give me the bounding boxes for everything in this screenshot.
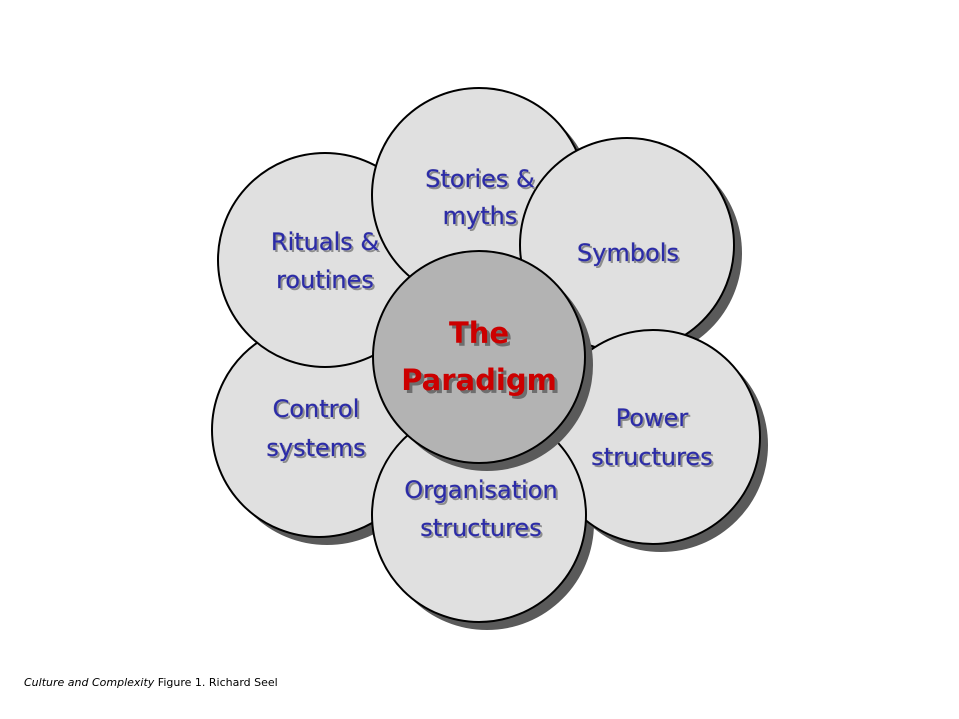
svg-text:systems: systems xyxy=(268,436,367,464)
figure-caption: Culture and Complexity Figure 1. Richard… xyxy=(24,676,278,689)
svg-text:Stories &: Stories & xyxy=(427,167,536,195)
svg-text:Power: Power xyxy=(618,406,691,434)
svg-text:Symbols: Symbols xyxy=(579,241,681,269)
control-line2: systems xyxy=(266,434,365,462)
svg-text:myths: myths xyxy=(445,204,520,232)
circle-paradigm xyxy=(372,250,586,464)
label-power-structures: Power Power structures structures xyxy=(591,404,715,473)
svg-text:Control: Control xyxy=(275,397,362,425)
label-paradigm: The The Paradigm Paradigm xyxy=(401,316,560,400)
label-control-systems: Control Control systems systems xyxy=(266,395,368,464)
label-organisation-structures: Organisation Organisation structures str… xyxy=(404,476,560,544)
paradigm-line2: Paradigm xyxy=(401,363,557,397)
label-stories-myths: Stories & Stories & myths myths xyxy=(425,165,537,232)
svg-text:structures: structures xyxy=(593,445,714,473)
svg-text:routines: routines xyxy=(278,268,376,296)
control-line1: Control xyxy=(273,395,360,423)
power-line1: Power xyxy=(616,404,689,432)
svg-text:Organisation: Organisation xyxy=(406,478,559,506)
rituals-line1: Rituals & xyxy=(271,228,379,256)
label-rituals-routines: Rituals & Rituals & routines routines xyxy=(271,228,381,296)
rituals-line2: routines xyxy=(276,266,374,294)
label-symbols: Symbols Symbols xyxy=(577,239,681,269)
svg-text:structures: structures xyxy=(422,516,543,544)
organisation-line1: Organisation xyxy=(404,476,557,504)
caption-credit: Figure 1. Richard Seel xyxy=(154,676,278,689)
paradigm-line1: The xyxy=(449,316,509,350)
caption-title: Culture and Complexity xyxy=(24,676,155,689)
symbols-line1: Symbols xyxy=(577,239,679,267)
stories-line2: myths xyxy=(443,202,518,230)
svg-text:The: The xyxy=(452,319,512,353)
power-line2: structures xyxy=(591,443,712,471)
organisation-line2: structures xyxy=(420,514,541,542)
svg-text:Rituals &: Rituals & xyxy=(273,230,381,258)
svg-text:Paradigm: Paradigm xyxy=(404,366,560,400)
stories-line1: Stories & xyxy=(425,165,534,193)
